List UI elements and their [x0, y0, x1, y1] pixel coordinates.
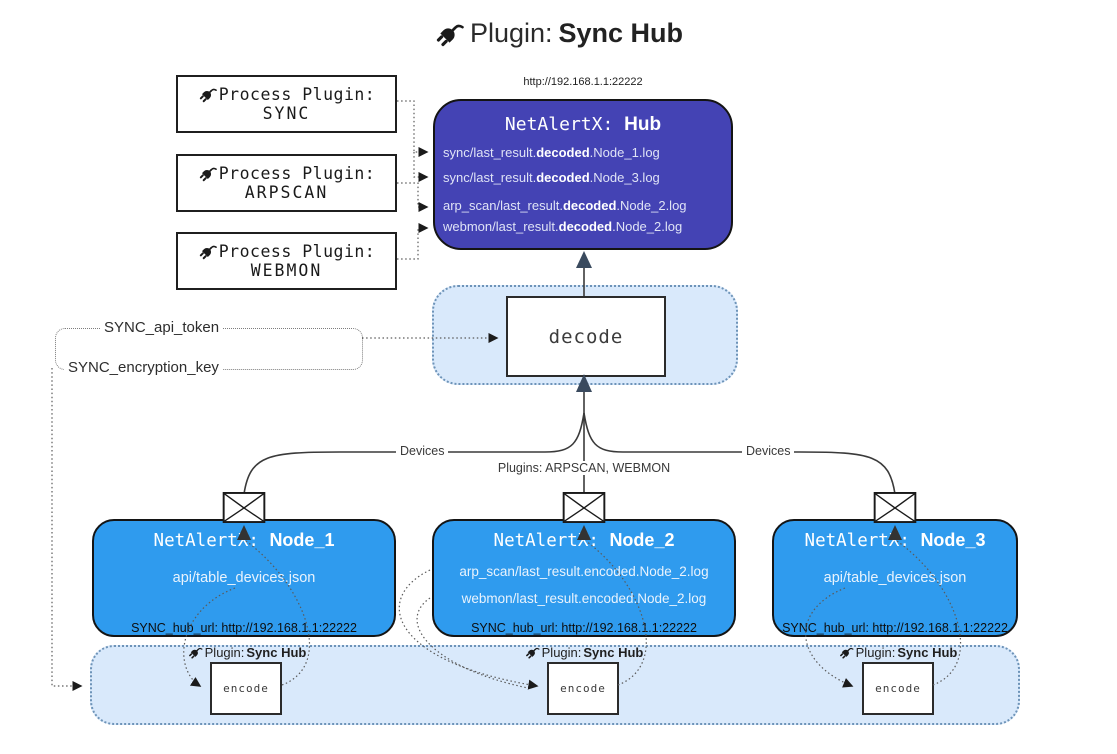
hub-file-line: sync/last_result.decoded.Node_1.log — [443, 145, 660, 160]
process-plugin-label: Process Plugin: — [218, 85, 376, 104]
hub-url-label: http://192.168.1.1:22222 — [523, 76, 643, 88]
plug-icon — [198, 164, 217, 183]
page-title: Plugin: Sync Hub — [0, 18, 1117, 49]
node-title: NetAlertX: Node_3 — [804, 530, 986, 551]
node-2: NetAlertX: Node_2 arp_scan/last_result.e… — [432, 519, 736, 637]
process-plugin-name: SYNC — [262, 104, 311, 123]
hub-title: NetAlertX: Hub — [504, 114, 662, 135]
plug-icon — [434, 19, 464, 49]
process-plugin-name: ARPSCAN — [244, 183, 329, 202]
encode-section-label: Plugin: Sync Hub — [839, 645, 957, 660]
hub-file-line: webmon/last_result.decoded.Node_2.log — [443, 219, 683, 234]
node-1: NetAlertX: Node_1 api/table_devices.json… — [92, 519, 396, 637]
process-plugin-arpscan: Process Plugin: ARPSCAN — [176, 154, 397, 212]
process-plugin-sync: Process Plugin: SYNC — [176, 75, 397, 133]
node-file: api/table_devices.json — [823, 570, 967, 586]
process-plugin-webmon: Process Plugin: WEBMON — [176, 232, 397, 290]
plug-icon — [198, 85, 217, 104]
edge-label-devices-right: Devices — [742, 444, 795, 458]
node-hub-url: SYNC_hub_url: http://192.168.1.1:22222 — [131, 621, 357, 635]
envelope-icon — [873, 492, 917, 523]
node-file: api/table_devices.json — [172, 570, 316, 586]
node-title: NetAlertX: Node_2 — [493, 530, 675, 551]
edge-label-plugins: Plugins: ARPSCAN, WEBMON — [493, 461, 675, 475]
edge-label-devices-left: Devices — [396, 444, 449, 458]
node-title: NetAlertX: Node_1 — [153, 530, 335, 551]
node-hub-url: SYNC_hub_url: http://192.168.1.1:22222 — [471, 621, 697, 635]
hub-file-line: arp_scan/last_result.decoded.Node_2.log — [443, 198, 687, 213]
encode-box: encode — [210, 662, 282, 715]
page-title-name: Sync Hub — [558, 18, 684, 48]
encode-section-label: Plugin: Sync Hub — [188, 645, 306, 660]
decode-box: decode — [506, 296, 666, 377]
encode-section-label: Plugin: Sync Hub — [525, 645, 643, 660]
hub-file-line: sync/last_result.decoded.Node_3.log — [443, 170, 660, 185]
node-3: NetAlertX: Node_3 api/table_devices.json… — [772, 519, 1018, 637]
process-plugin-label: Process Plugin: — [218, 164, 376, 183]
plug-icon — [198, 242, 217, 261]
hub-node: NetAlertX: Hub sync/last_result.decoded.… — [433, 99, 733, 250]
node-hub-url: SYNC_hub_url: http://192.168.1.1:22222 — [782, 621, 1008, 635]
plug-icon — [839, 645, 854, 660]
node-file: webmon/last_result.encoded.Node_2.log — [461, 591, 707, 606]
plug-icon — [525, 645, 540, 660]
encode-box: encode — [862, 662, 934, 715]
envelope-icon — [222, 492, 266, 523]
sync-encryption-key-label: SYNC_encryption_key — [64, 359, 223, 376]
envelope-icon — [562, 492, 606, 523]
encode-box: encode — [547, 662, 619, 715]
node-file: arp_scan/last_result.encoded.Node_2.log — [459, 564, 709, 579]
page-title-prefix: Plugin: — [469, 18, 553, 48]
process-plugin-name: WEBMON — [250, 261, 323, 280]
plug-icon — [188, 645, 203, 660]
sync-api-token-label: SYNC_api_token — [100, 319, 224, 336]
process-plugin-label: Process Plugin: — [218, 242, 376, 261]
